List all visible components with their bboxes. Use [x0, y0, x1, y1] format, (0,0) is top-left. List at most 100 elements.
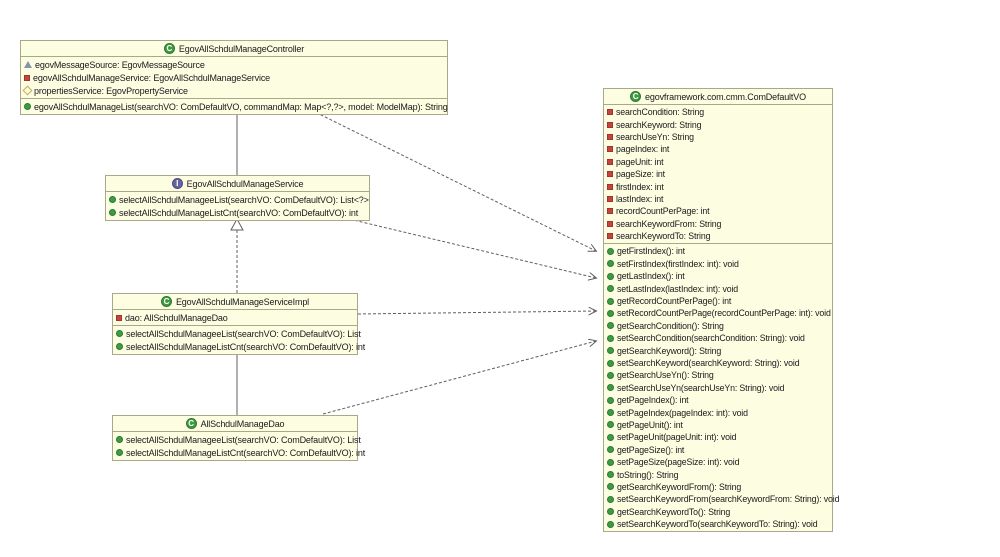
class-title: egovframework.com.cmm.ComDefaultVO	[645, 91, 806, 102]
public-visibility-icon	[109, 209, 116, 216]
public-visibility-icon	[607, 433, 614, 441]
member-row[interactable]: getPageSize(): int	[604, 444, 832, 456]
member-row[interactable]: setSearchUseYn(searchUseYn: String): voi…	[604, 382, 832, 394]
member-row[interactable]: pageUnit: int	[604, 156, 832, 168]
member-row[interactable]: getSearchKeywordTo(): String	[604, 506, 832, 518]
member-text: searchCondition: String	[616, 107, 704, 118]
dependency-dao-comdefaultvo[interactable]	[322, 341, 596, 415]
member-row[interactable]: getSearchCondition(): String	[604, 320, 832, 332]
class-box-service-impl[interactable]: C EgovAllSchdulManageServiceImpl dao: Al…	[112, 293, 365, 355]
member-text: selectAllSchdulManageeList(searchVO: Com…	[126, 434, 361, 445]
public-visibility-icon	[607, 285, 614, 293]
member-row[interactable]: setSearchKeyword(searchKeyword: String):…	[604, 357, 832, 369]
class-title: EgovAllSchdulManageServiceImpl	[175, 296, 310, 307]
member-text: getFirstIndex(): int	[617, 246, 685, 257]
member-text: getSearchUseYn(): String	[617, 370, 714, 381]
member-row[interactable]: setLastIndex(lastIndex: int): void	[604, 282, 832, 294]
class-box-comdefaultvo[interactable]: C egovframework.com.cmm.ComDefaultVO sea…	[603, 88, 839, 533]
member-text: getSearchCondition(): String	[617, 320, 724, 331]
member-text: setFirstIndex(firstIndex: int): void	[617, 258, 739, 269]
class-icon: C	[163, 43, 175, 54]
member-row[interactable]: selectAllSchdulManageeList(searchVO: Com…	[113, 433, 361, 446]
member-row[interactable]: egovMessageSource: EgovMessageSource	[21, 58, 447, 71]
member-text: getRecordCountPerPage(): int	[617, 296, 732, 307]
member-text: pageSize: int	[616, 169, 665, 180]
member-row[interactable]: getLastIndex(): int	[604, 270, 832, 282]
member-row[interactable]: searchUseYn: String	[604, 131, 832, 143]
package-visibility-icon	[24, 61, 32, 68]
member-row[interactable]: selectAllSchdulManageeList(searchVO: Com…	[113, 327, 361, 340]
public-visibility-icon	[607, 371, 614, 379]
member-row[interactable]: selectAllSchdulManageListCnt(searchVO: C…	[113, 446, 365, 459]
member-text: setPageSize(pageSize: int): void	[617, 457, 740, 468]
member-row[interactable]: lastIndex: int	[604, 193, 832, 205]
member-row[interactable]: searchKeywordFrom: String	[604, 218, 832, 230]
member-row[interactable]: firstIndex: int	[604, 180, 832, 192]
public-visibility-icon	[607, 309, 614, 317]
private-visibility-icon	[607, 146, 613, 153]
public-visibility-icon	[607, 483, 614, 491]
member-row[interactable]: egovAllSchdulManageList(searchVO: ComDef…	[21, 100, 448, 113]
member-row[interactable]: setSearchKeywordTo(searchKeywordTo: Stri…	[604, 518, 832, 530]
dependency-controller-comdefaultvo[interactable]	[306, 107, 596, 251]
class-header: C AllSchdulManageDao	[113, 416, 357, 431]
member-row[interactable]: setSearchCondition(searchCondition: Stri…	[604, 332, 832, 344]
dependency-serviceimpl-comdefaultvo[interactable]	[357, 311, 596, 314]
member-row[interactable]: selectAllSchdulManageListCnt(searchVO: C…	[106, 206, 369, 219]
member-row[interactable]: getPageUnit(): int	[604, 419, 832, 431]
member-row[interactable]: getSearchKeyword(): String	[604, 344, 832, 356]
private-visibility-icon	[607, 220, 613, 227]
member-text: setSearchKeywordFrom(searchKeywordFrom: …	[617, 494, 840, 505]
member-row[interactable]: setPageIndex(pageIndex: int): void	[604, 406, 832, 418]
public-visibility-icon	[607, 471, 614, 479]
member-row[interactable]: dao: AllSchdulManageDao	[113, 311, 357, 324]
private-visibility-icon	[607, 133, 613, 140]
member-row[interactable]: setSearchKeywordFrom(searchKeywordFrom: …	[604, 493, 839, 505]
member-row[interactable]: setPageSize(pageSize: int): void	[604, 456, 832, 468]
private-visibility-icon	[24, 74, 30, 81]
member-text: egovMessageSource: EgovMessageSource	[35, 59, 205, 70]
member-row[interactable]: egovAllSchdulManageService: EgovAllSchdu…	[21, 71, 447, 84]
member-row[interactable]: getSearchUseYn(): String	[604, 369, 832, 381]
member-text: pageIndex: int	[616, 144, 670, 155]
member-row[interactable]: setFirstIndex(firstIndex: int): void	[604, 258, 832, 270]
member-text: propertiesService: EgovPropertyService	[34, 85, 188, 96]
member-row[interactable]: getSearchKeywordFrom(): String	[604, 481, 832, 493]
private-visibility-icon	[607, 121, 613, 128]
member-row[interactable]: setPageUnit(pageUnit: int): void	[604, 431, 832, 443]
public-visibility-icon	[607, 508, 614, 516]
public-visibility-icon	[607, 409, 614, 417]
member-text: searchKeywordTo: String	[616, 231, 711, 242]
member-row[interactable]: getPageIndex(): int	[604, 394, 832, 406]
member-row[interactable]: selectAllSchdulManageeList(searchVO: Com…	[106, 193, 369, 206]
member-row[interactable]: propertiesService: EgovPropertyService	[21, 84, 447, 97]
public-visibility-icon	[607, 359, 614, 367]
member-text: setSearchKeyword(searchKeyword: String):…	[617, 358, 800, 368]
methods-compartment: egovAllSchdulManageList(searchVO: ComDef…	[21, 98, 448, 114]
member-row[interactable]: toString(): String	[604, 468, 832, 480]
member-row[interactable]: getFirstIndex(): int	[604, 245, 832, 257]
member-row[interactable]: selectAllSchdulManageListCnt(searchVO: C…	[113, 340, 365, 353]
member-row[interactable]: pageSize: int	[604, 168, 832, 180]
member-text: dao: AllSchdulManageDao	[125, 312, 228, 323]
class-box-service-interface[interactable]: I EgovAllSchdulManageService selectAllSc…	[105, 175, 370, 221]
member-row[interactable]: getRecordCountPerPage(): int	[604, 295, 832, 307]
member-text: setSearchCondition(searchCondition: Stri…	[617, 333, 805, 344]
public-visibility-icon	[607, 272, 614, 280]
member-row[interactable]: pageIndex: int	[604, 143, 832, 155]
member-text: setSearchKeywordTo(searchKeywordTo: Stri…	[617, 519, 818, 530]
member-text: getPageSize(): int	[617, 444, 685, 455]
member-row[interactable]: recordCountPerPage: int	[604, 205, 832, 217]
methods-compartment: selectAllSchdulManageeList(searchVO: Com…	[113, 325, 365, 354]
member-row[interactable]: setRecordCountPerPage(recordCountPerPage…	[604, 307, 832, 319]
realization-serviceimpl-service[interactable]	[230, 217, 244, 293]
dependency-service-comdefaultvo[interactable]	[344, 217, 596, 278]
class-box-dao[interactable]: C AllSchdulManageDao selectAllSchdulMana…	[112, 415, 365, 461]
member-row[interactable]: searchKeywordTo: String	[604, 230, 832, 242]
member-row[interactable]: searchCondition: String	[604, 106, 832, 118]
member-row[interactable]: searchKeyword: String	[604, 118, 832, 130]
class-box-controller[interactable]: C EgovAllSchdulManageController egovMess…	[20, 40, 448, 115]
member-text: setSearchUseYn(searchUseYn: String): voi…	[617, 382, 785, 393]
private-visibility-icon	[607, 109, 613, 116]
